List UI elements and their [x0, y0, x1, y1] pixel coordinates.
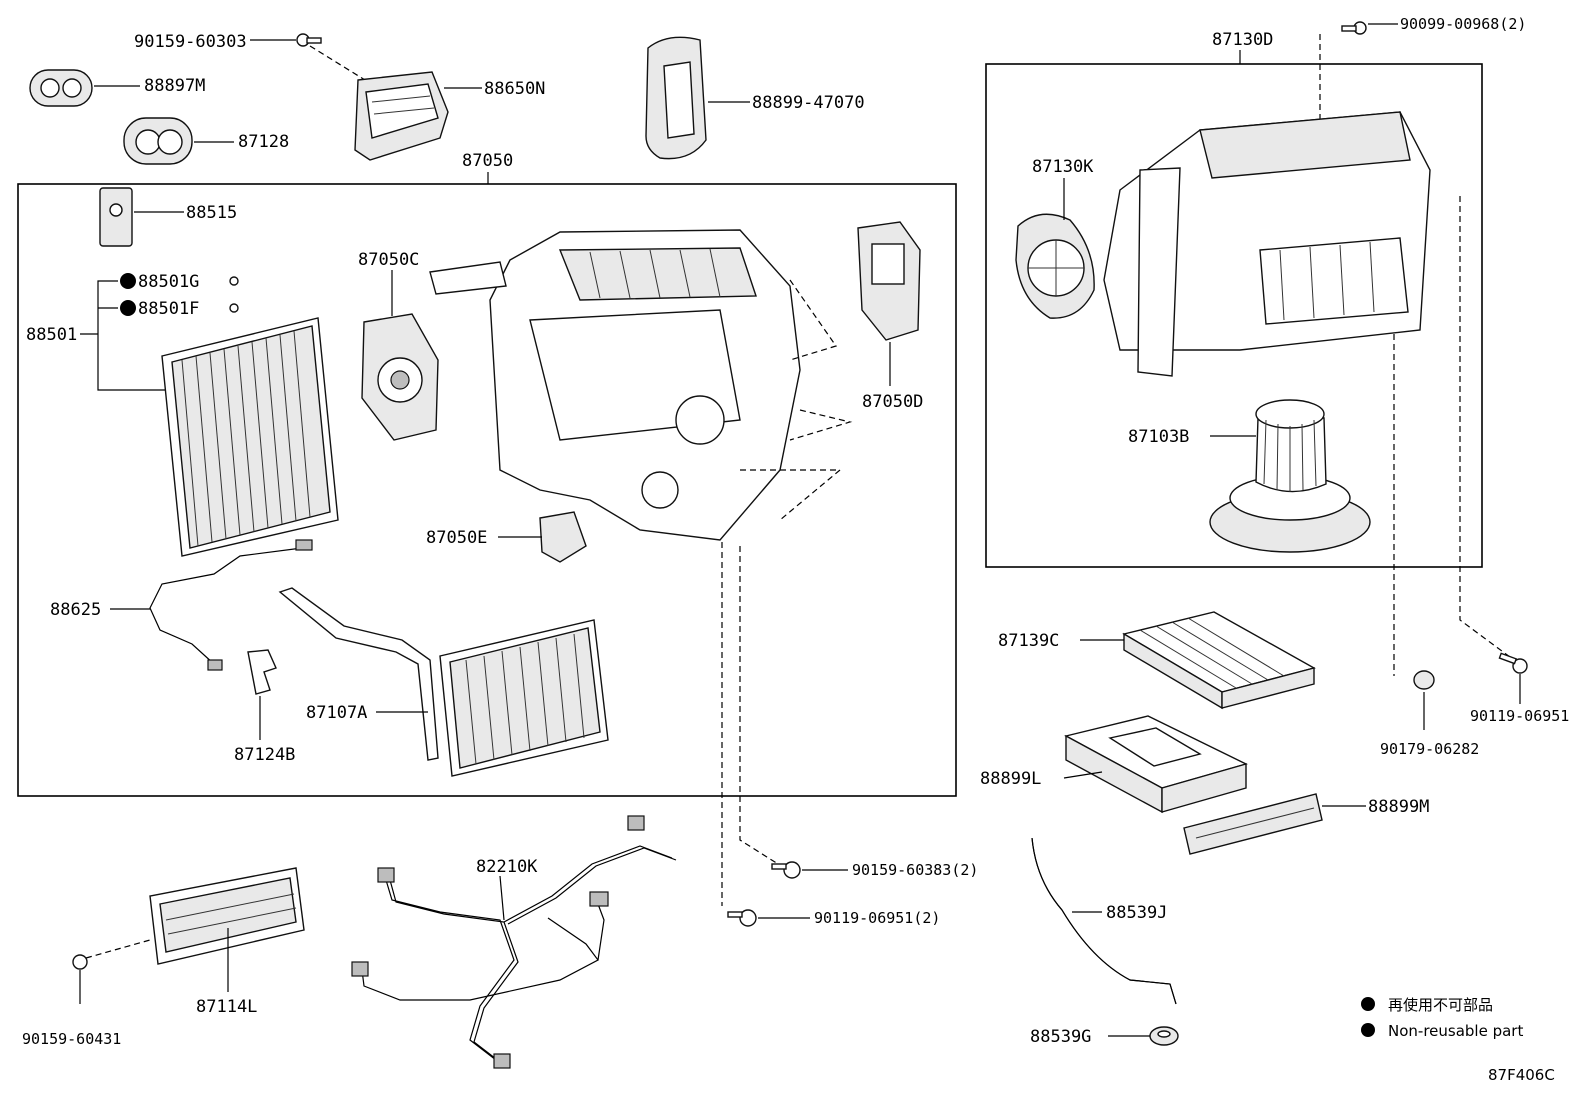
bolt-90119-06951-2-part	[727, 909, 757, 927]
clip-90179-06282-part	[1413, 670, 1435, 690]
blower-case-87130d-part	[1103, 111, 1431, 377]
blower-assembly-box	[985, 63, 1483, 568]
grommet-88897m-part	[29, 69, 93, 107]
label-87050c: 87050C	[358, 250, 419, 270]
label-87139c: 87139C	[998, 631, 1059, 651]
legend: 再使用不可部品 Non-reusable part	[1361, 996, 1523, 1040]
label-88625: 88625	[50, 600, 101, 620]
legend-english: Non-reusable part	[1388, 1022, 1523, 1040]
drain-hose-88539j-part	[1031, 837, 1177, 1005]
legend-bullet-japanese	[1361, 997, 1375, 1011]
label-88650n: 88650N	[484, 79, 545, 99]
label-88899m: 88899M	[1368, 797, 1429, 817]
label-90119-06951-2: 90119-06951(2)	[814, 909, 940, 927]
filter-frame-88899l-part	[1064, 715, 1248, 814]
label-88515: 88515	[186, 203, 237, 223]
o-ring-88501f	[120, 300, 239, 316]
bolt-90119-06951-part	[1498, 652, 1528, 674]
o-ring-88501g	[120, 273, 239, 289]
label-88501: 88501	[26, 325, 77, 345]
label-90119-06951: 90119-06951	[1470, 707, 1569, 725]
bolt-90159-60431-part	[72, 954, 88, 970]
label-90159-60431: 90159-60431	[22, 1030, 121, 1048]
label-88899-47070: 88899-47070	[752, 93, 865, 113]
label-87130k: 87130K	[1032, 157, 1094, 177]
legend-japanese: 再使用不可部品	[1388, 996, 1493, 1014]
damper-motor-87050d-part	[857, 221, 921, 341]
label-87128: 87128	[238, 132, 289, 152]
expansion-valve-88515-part	[99, 187, 133, 247]
hvac-unit-assembly-box	[17, 183, 957, 797]
ptc-heater-87114l-part	[149, 867, 305, 965]
label-87114l: 87114L	[196, 997, 257, 1017]
blower-cover-87130k-part	[1015, 213, 1095, 319]
label-87107a: 87107A	[306, 703, 367, 723]
thermistor-88625-part	[149, 539, 313, 671]
label-90179-06282: 90179-06282	[1380, 740, 1479, 758]
legend-bullet-english	[1361, 1023, 1375, 1037]
evaporator-88501-part	[161, 317, 339, 557]
label-90159-60383: 90159-60383(2)	[852, 861, 978, 879]
label-87050d: 87050D	[862, 392, 923, 412]
damper-motor-87050c-part	[361, 313, 439, 441]
bolt-90159-60303-part	[296, 33, 322, 47]
label-88897m: 88897M	[144, 76, 205, 96]
label-87050: 87050	[462, 151, 513, 171]
clip-87124b-part	[247, 649, 277, 695]
ecu-88650n-part	[354, 71, 449, 161]
grommet-88539g-part	[1149, 1026, 1179, 1046]
bolt-90099-00968-part	[1341, 21, 1367, 35]
bolt-90159-60383-part	[771, 861, 801, 879]
label-87103b: 87103B	[1128, 427, 1189, 447]
label-88501f: 88501F	[138, 299, 199, 319]
blower-motor-87103b-part	[1209, 399, 1371, 553]
label-90099-00968: 90099-00968(2)	[1400, 15, 1526, 33]
heater-core-87107a-part	[278, 587, 609, 777]
label-88899l: 88899L	[980, 769, 1041, 789]
filter-87139c-part	[1122, 611, 1316, 710]
label-88539j: 88539J	[1106, 903, 1167, 923]
hvac-case-87050-part	[429, 229, 801, 541]
diagram-code: 87F406C	[1488, 1066, 1555, 1084]
cover-88899-47070-part	[645, 36, 707, 160]
label-82210k: 82210K	[476, 857, 538, 877]
wire-harness-82210k-part	[351, 815, 677, 1069]
label-87050e: 87050E	[426, 528, 487, 548]
label-87130d: 87130D	[1212, 30, 1273, 50]
label-87124b: 87124B	[234, 745, 295, 765]
label-90159-60303: 90159-60303	[134, 32, 247, 52]
label-88539g: 88539G	[1030, 1027, 1091, 1047]
grommet-87128-part	[123, 117, 193, 165]
label-88501g: 88501G	[138, 272, 199, 292]
filter-cover-88899m-part	[1183, 793, 1323, 855]
actuator-87050e-part	[539, 511, 587, 563]
